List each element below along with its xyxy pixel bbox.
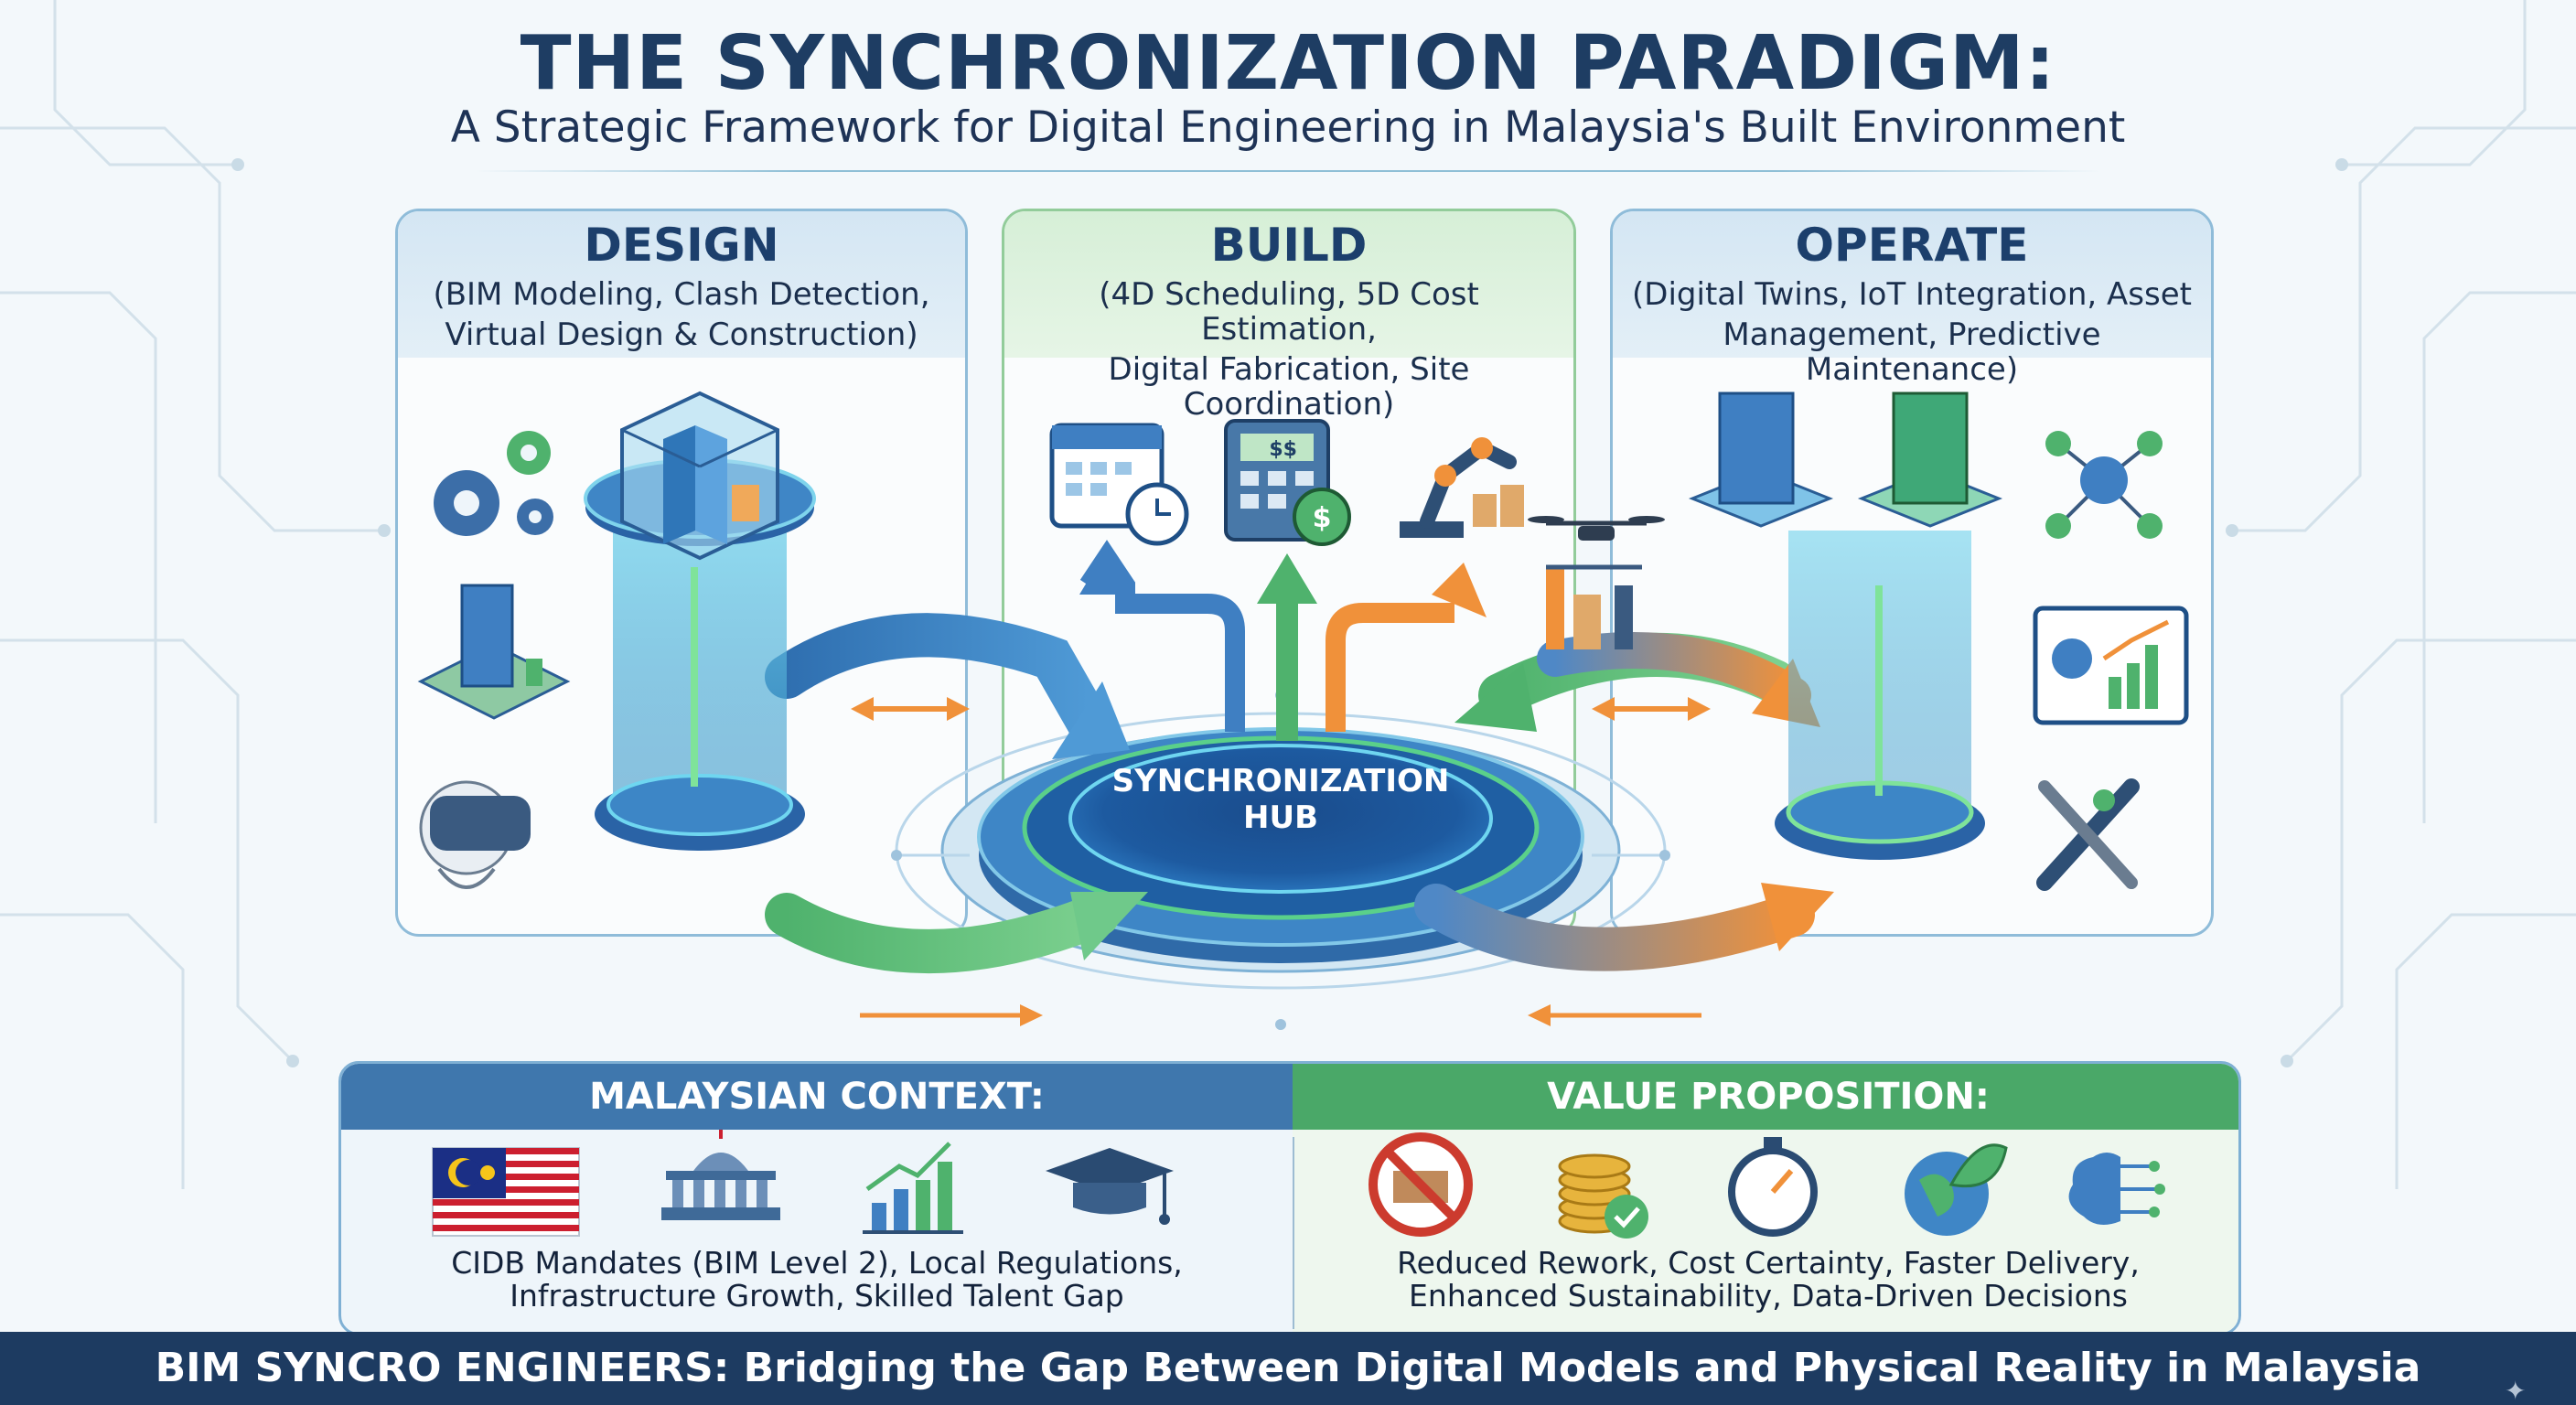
- brain-circuit-icon: [2068, 1153, 2165, 1225]
- hub-label-line1: SYNCHRONIZATION: [1111, 763, 1450, 799]
- sparkle-icon: ✦: [2505, 1376, 2527, 1405]
- value-line2: Enhanced Sustainability, Data-Driven Dec…: [1409, 1278, 2128, 1314]
- operate-desc-line1: (Digital Twins, IoT Integration, Asset: [1632, 276, 2192, 313]
- no-rework-icon: [1368, 1132, 1473, 1237]
- value-proposition-text: Reduced Rework, Cost Certainty, Faster D…: [1293, 1245, 2238, 1314]
- value-proposition-heading: VALUE PROPOSITION:: [1293, 1064, 2238, 1130]
- context-value-box: MALAYSIAN CONTEXT: VALUE PROPOSITION:: [338, 1061, 2241, 1335]
- context-line2: Infrastructure Growth, Skilled Talent Ga…: [510, 1278, 1124, 1314]
- stopwatch-icon: [1728, 1137, 1818, 1237]
- hub-label-line2: HUB: [1243, 799, 1318, 836]
- coins-check-icon: [1558, 1153, 1648, 1239]
- build-desc-line1: (4D Scheduling, 5D Cost Estimation,: [1099, 276, 1479, 348]
- bottom-icons: [432, 1130, 2165, 1239]
- design-panel: DESIGN (BIM Modeling, Clash Detection, V…: [395, 209, 968, 937]
- design-desc-line1: (BIM Modeling, Clash Detection,: [433, 276, 930, 313]
- page-title: THE SYNCHRONIZATION PARADIGM:: [520, 20, 2056, 107]
- footer-banner: BIM SYNCRO ENGINEERS: Bridging the Gap B…: [0, 1332, 2576, 1405]
- build-panel-header: BUILD (4D Scheduling, 5D Cost Estimation…: [1004, 211, 1573, 422]
- title-divider: [476, 170, 2100, 172]
- graduation-cap-icon: [1046, 1148, 1174, 1225]
- build-desc-line2: Digital Fabrication, Site Coordination): [1108, 351, 1470, 423]
- malaysian-context-heading: MALAYSIAN CONTEXT:: [341, 1064, 1293, 1130]
- operate-title: OPERATE: [1795, 219, 2029, 272]
- value-line1: Reduced Rework, Cost Certainty, Faster D…: [1397, 1245, 2140, 1281]
- growth-chart-icon: [863, 1142, 963, 1234]
- operate-panel-header: OPERATE (Digital Twins, IoT Integration,…: [1613, 211, 2211, 387]
- malaysia-flag-icon: [432, 1147, 580, 1237]
- bottom-divider: [1293, 1137, 1294, 1329]
- globe-leaf-icon: [1905, 1143, 2008, 1236]
- build-title: BUILD: [1210, 219, 1368, 272]
- synchronization-hub-label: SYNCHRONIZATION HUB: [1089, 763, 1473, 836]
- design-panel-header: DESIGN (BIM Modeling, Clash Detection, V…: [398, 211, 965, 358]
- page-subtitle: A Strategic Framework for Digital Engine…: [450, 102, 2126, 153]
- government-building-icon: [661, 1130, 780, 1220]
- malaysian-context-text: CIDB Mandates (BIM Level 2), Local Regul…: [341, 1247, 1293, 1313]
- operate-panel: OPERATE (Digital Twins, IoT Integration,…: [1610, 209, 2214, 937]
- context-line1: CIDB Mandates (BIM Level 2), Local Regul…: [451, 1245, 1183, 1281]
- design-desc-line2: Virtual Design & Construction): [445, 316, 918, 353]
- design-title: DESIGN: [584, 219, 779, 272]
- operate-desc-line2: Management, Predictive Maintenance): [1723, 316, 2101, 388]
